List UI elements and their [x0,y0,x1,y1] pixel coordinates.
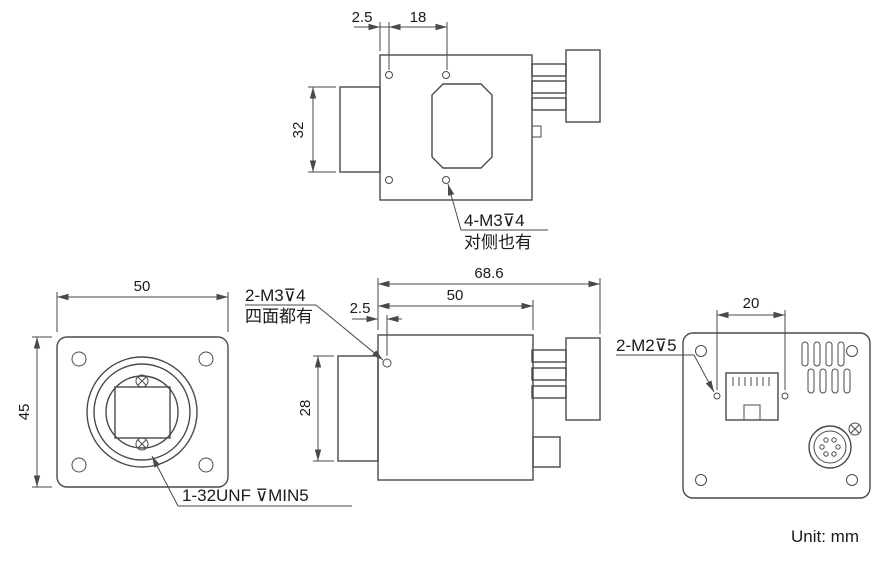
power-connector [808,425,852,469]
fin-slot [531,385,567,399]
fin-slot [531,367,567,381]
connector-pin [831,437,837,443]
lens-ring-inner [93,363,191,461]
connector-pin [835,444,841,450]
side-screw-hole [382,358,392,368]
front-corner-hole [71,351,87,367]
top-dim-lens-diameter: 32 [290,86,336,173]
side-dim-lens-diameter: 28 [297,355,334,462]
connector-pin [819,444,825,450]
vent-slot [807,368,815,394]
side-screw-note-sub: 四面都有 [245,307,313,326]
rear-dim-hole-spacing-label: 20 [743,295,760,312]
top-screw-note-sub: 对侧也有 [464,233,532,252]
rj45-pins [732,377,770,386]
side-screw-note: 2-M3⊽4 四面都有 [245,286,384,361]
top-connector-block [565,49,601,123]
top-screw-hole [442,71,450,79]
front-corner-hole [198,351,214,367]
ethernet-port [725,372,779,421]
top-screw-note: 4-M3⊽4 对侧也有 [447,183,548,252]
power-connector-outer [808,425,852,469]
unit-label: Unit: mm [791,527,859,546]
front-dim-height-label: 45 [16,404,33,421]
vent-slot [843,368,851,394]
side-dim-front-offset: 2.5 [350,300,402,356]
vent-slot [819,368,827,394]
top-connector-fins [531,63,567,111]
side-connector-block [565,337,601,421]
vent-slot [825,341,833,367]
connector-screw [848,422,862,436]
top-view: 2.5 18 32 4-M3⊽4 对侧也有 [290,9,601,252]
top-dim-front-offset: 2.5 [352,9,390,70]
sensor-screw-bottom [135,437,149,451]
top-dim-hole-spacing: 18 [389,9,448,70]
vent-slots [801,341,851,394]
rj45-outline [725,372,779,421]
top-lens-barrel [339,86,381,173]
rear-corner-hole [695,345,707,357]
rear-screw-note-label: 2-M2⊽5 [616,336,677,355]
connector-pin [823,437,829,443]
side-screw-note-label: 2-M3⊽4 [245,286,306,305]
side-dim-body-length-label: 50 [447,287,464,304]
side-view: 68.6 50 2.5 28 2-M3⊽4 四面都有 [245,265,601,481]
vent-slot [813,341,821,367]
side-dim-total-length: 68.6 [377,265,601,334]
top-screw-hole [385,71,393,79]
front-thread-note-label: 1-32UNF ⊽MIN5 [182,486,309,505]
front-corner-hole [71,457,87,473]
side-dim-total-length-label: 68.6 [474,265,503,282]
rear-corner-hole [695,474,707,486]
sensor-screw-top [135,374,149,388]
top-dim-lens-diameter-label: 32 [290,122,307,139]
rear-m2-hole [781,392,789,400]
front-panel-outline [56,336,229,488]
sensor-window [114,386,171,439]
rear-m2-hole [713,392,721,400]
side-body-outline [377,334,534,481]
top-screw-hole [442,176,450,184]
front-dim-width: 50 [56,278,229,332]
rear-screw-note: 2-M2⊽5 [616,336,715,393]
front-dim-height: 45 [16,336,52,488]
rj45-latch [743,404,761,421]
connector-pin [823,451,829,457]
top-body-outline [379,54,533,201]
side-dim-body-length: 50 [378,287,534,330]
front-corner-hole [198,457,214,473]
vent-slot [801,341,809,367]
top-dim-hole-spacing-label: 18 [410,9,427,26]
top-screw-note-label: 4-M3⊽4 [464,211,525,230]
front-view: 50 45 1-32UNF ⊽MIN5 [16,278,352,507]
vent-slot [837,341,845,367]
top-screw-hole [385,176,393,184]
front-thread-note: 1-32UNF ⊽MIN5 [151,455,352,507]
fin-slot [531,63,567,77]
side-connector-fins [531,349,567,399]
side-dim-lens-diameter-label: 28 [297,400,314,417]
lens-thread-bore [105,375,179,449]
rear-corner-hole [846,345,858,357]
fin-slot [531,80,567,94]
fin-slot [531,97,567,111]
side-bottom-block [532,436,561,468]
top-dim-front-offset-label: 2.5 [352,9,373,26]
side-dim-front-offset-label: 2.5 [350,300,371,317]
rear-view: 20 2-M2⊽5 [616,295,871,499]
connector-pin [831,451,837,457]
side-lens-barrel [337,355,379,462]
vent-slot [831,368,839,394]
top-cover-plate [431,83,493,169]
fin-slot [531,349,567,363]
rear-panel-outline [682,332,871,499]
power-connector-inner [813,430,847,464]
rear-dim-hole-spacing: 20 [716,295,786,390]
lens-ring-outer [86,356,198,468]
top-latch-detail [531,125,542,138]
front-dim-width-label: 50 [134,278,151,295]
rear-corner-hole [846,474,858,486]
